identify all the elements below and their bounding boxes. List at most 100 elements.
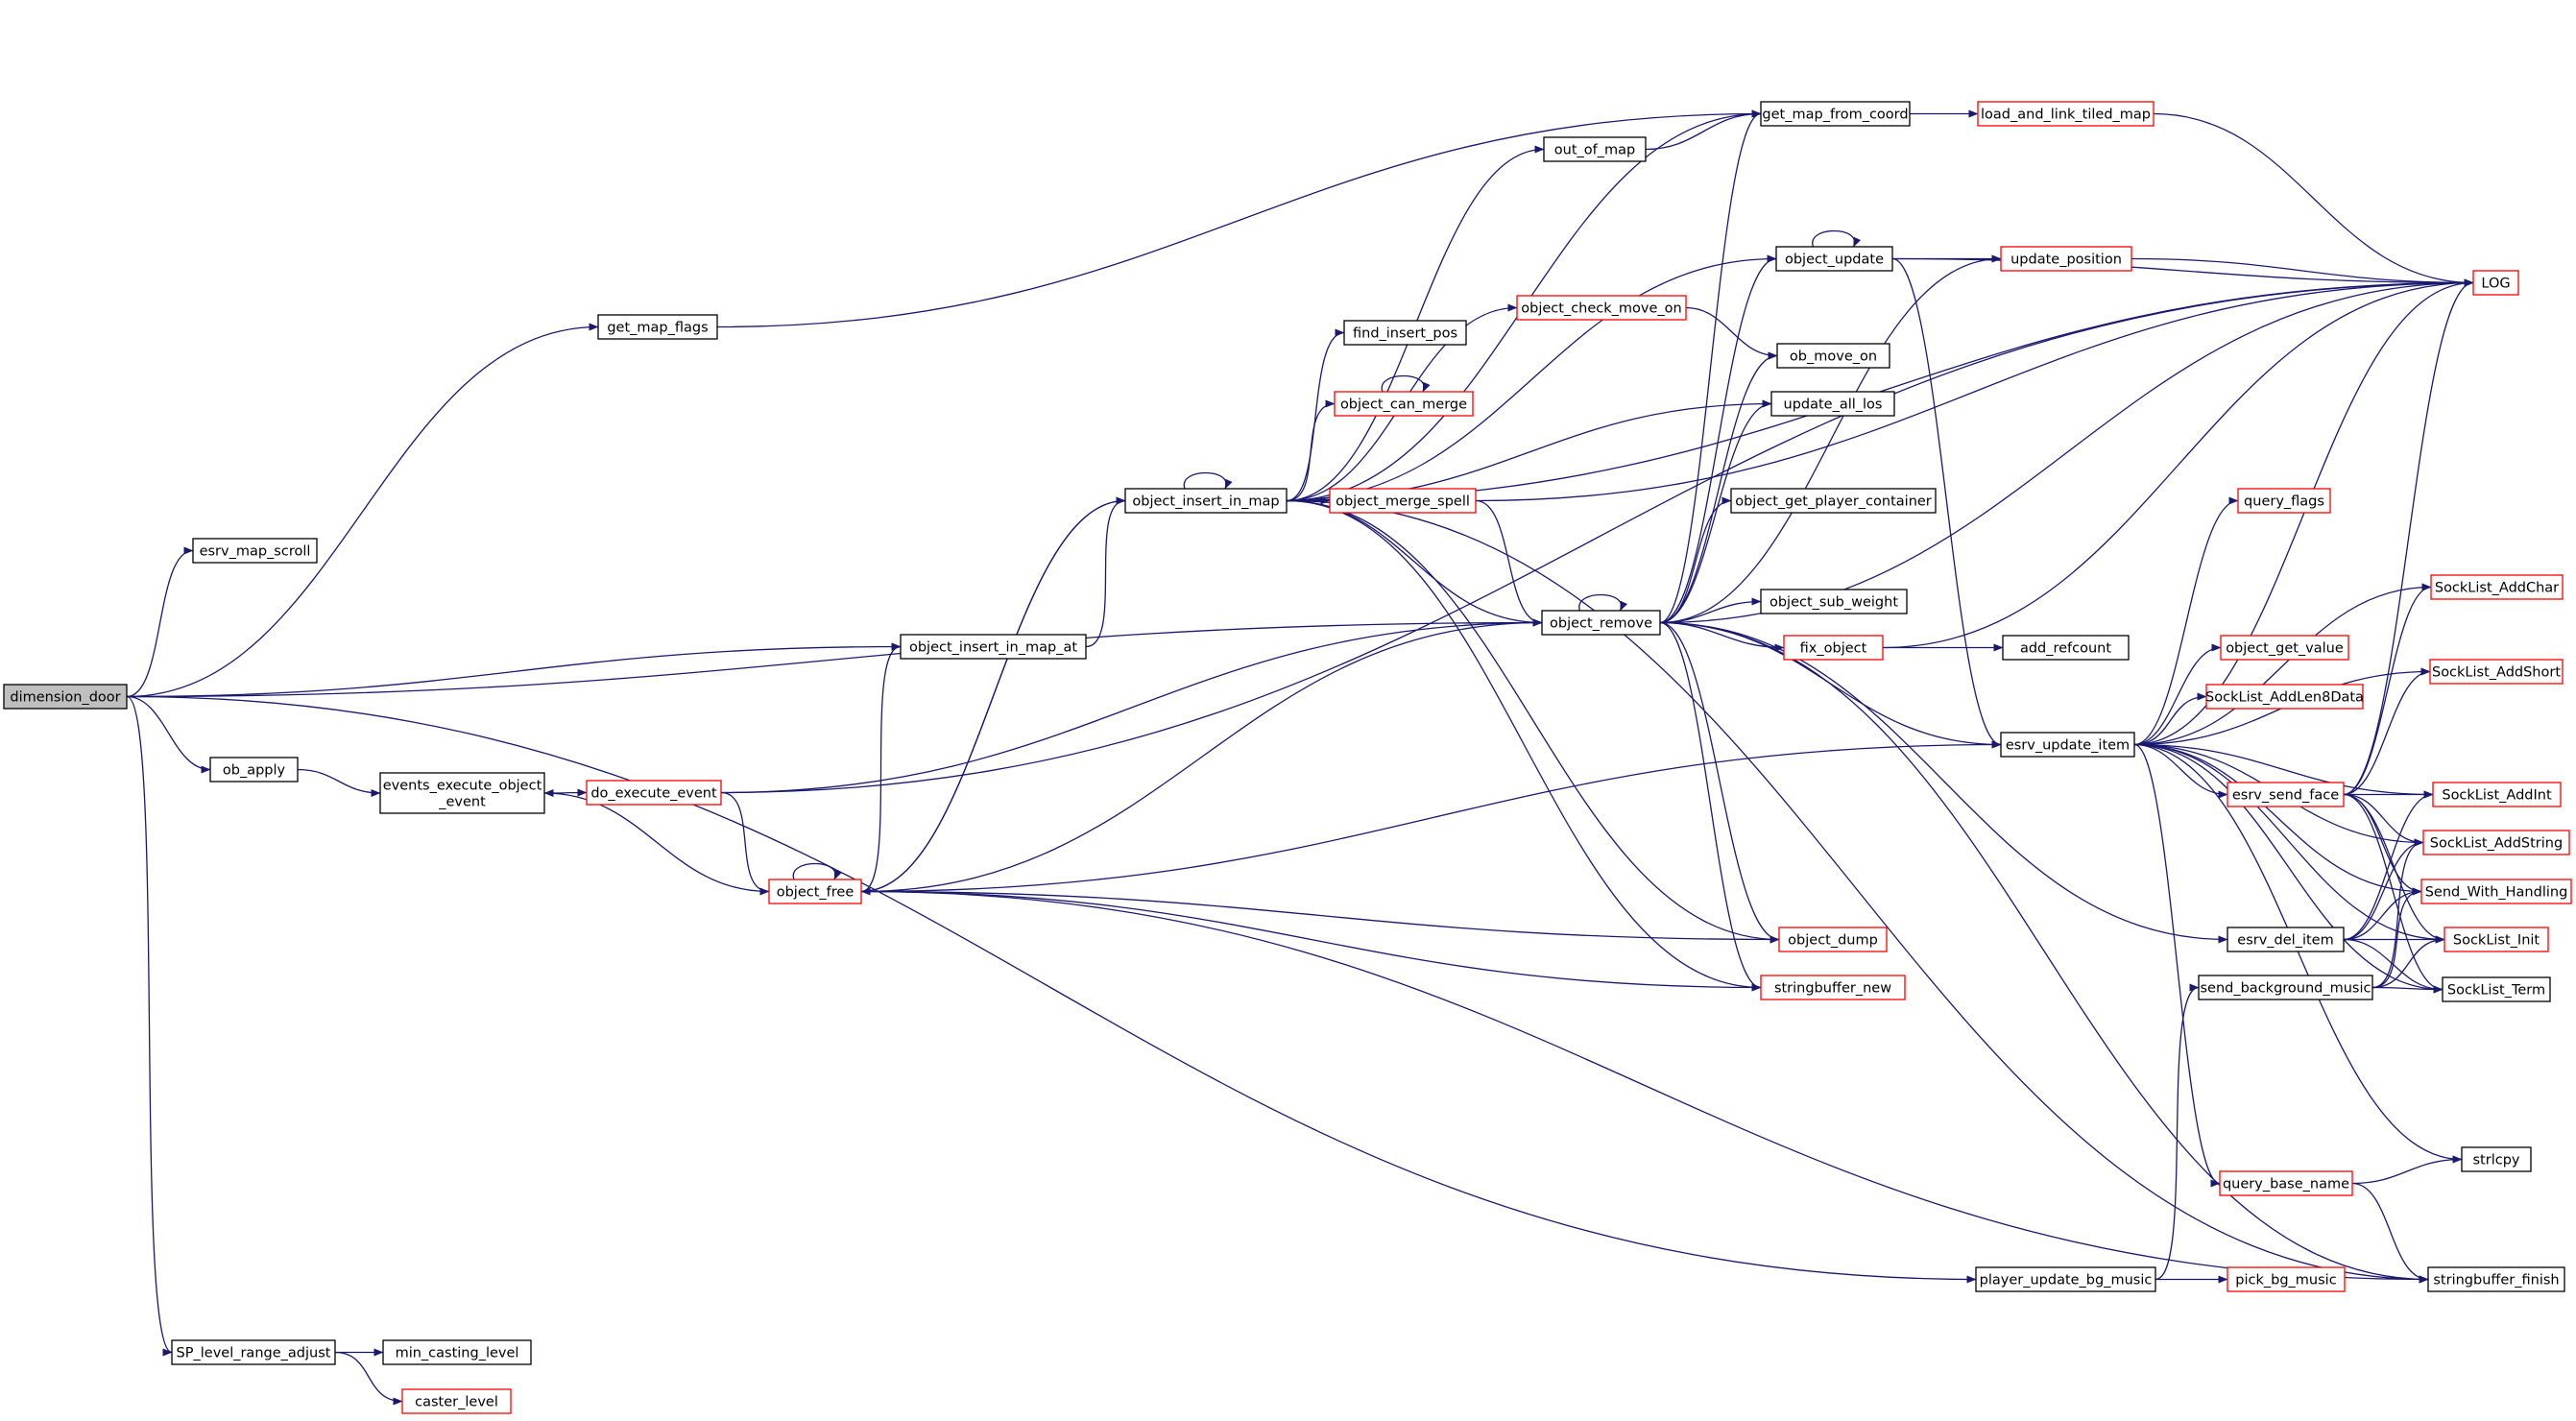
edge-esrv_update_item-to-SockList_Init: [2133, 743, 2445, 944]
node-caster_level[interactable]: caster_level: [401, 1388, 512, 1414]
node-update_all_los[interactable]: update_all_los: [1770, 391, 1895, 417]
node-SP_level_range_adjust[interactable]: SP_level_range_adjust: [171, 1339, 336, 1365]
node-label: caster_level: [415, 1395, 498, 1410]
edge-esrv_update_item-to-SockList_AddLen8Data: [2133, 692, 2207, 746]
edge-esrv_update_item-to-Send_With_Handling: [2133, 743, 2422, 896]
node-update_position[interactable]: update_position: [2000, 246, 2132, 272]
node-label: do_execute_event: [590, 786, 717, 802]
node-box: [1975, 1266, 2156, 1292]
edge-object_insert_in_map-to-object_insert_in_map: [1183, 471, 1233, 490]
node-object_update[interactable]: object_update: [1775, 246, 1893, 272]
edge-object_free-to-object_dump: [860, 890, 1780, 944]
node-box: [2420, 879, 2572, 904]
edge-SP_level_range_adjust-to-caster_level: [334, 1351, 403, 1406]
node-esrv_send_face[interactable]: esrv_send_face: [2227, 782, 2345, 807]
node-ob_move_on[interactable]: ob_move_on: [1776, 343, 1890, 369]
node-object_can_merge[interactable]: object_can_merge: [1334, 391, 1474, 417]
node-box: [2442, 976, 2551, 1002]
node-object_check_move_on[interactable]: object_check_move_on: [1516, 295, 1687, 321]
edge-object_insert_in_map-to-object_remove: [1286, 499, 1543, 627]
node-esrv_del_item[interactable]: esrv_del_item: [2227, 927, 2345, 952]
edge-object_merge_spell-to-object_remove: [1475, 499, 1543, 627]
node-send_background_music[interactable]: send_background_music: [2198, 975, 2373, 1000]
node-min_casting_level[interactable]: min_casting_level: [382, 1339, 532, 1365]
node-get_map_from_coord[interactable]: get_map_from_coord: [1760, 101, 1911, 127]
node-box: [2000, 732, 2135, 758]
node-SockList_AddLen8Data[interactable]: SockList_AddLen8Data: [2205, 684, 2364, 710]
node-object_merge_spell[interactable]: object_merge_spell: [1329, 488, 1477, 514]
node-label: query_base_name: [2223, 1177, 2349, 1192]
node-SockList_AddInt[interactable]: SockList_AddInt: [2432, 782, 2562, 807]
node-label: _event: [438, 795, 486, 810]
edge-object_insert_in_map_at-to-object_insert_in_map: [1085, 496, 1126, 648]
node-Send_With_Handling[interactable]: Send_With_Handling: [2420, 879, 2572, 904]
node-box: [1977, 101, 2155, 127]
edge-object_remove-to-get_map_from_coord: [1659, 109, 1762, 624]
edge-object_remove-to-object_dump: [1659, 621, 1780, 944]
node-label: esrv_update_item: [2006, 738, 2130, 754]
node-load_and_link_tiled_map[interactable]: load_and_link_tiled_map: [1977, 101, 2155, 127]
edge-object_update-to-object_update: [1812, 229, 1862, 248]
edge-esrv_update_item-to-query_base_name: [2133, 743, 2221, 1188]
node-label: object_check_move_on: [1521, 301, 1681, 317]
node-label: update_position: [2010, 253, 2122, 268]
node-out_of_map[interactable]: out_of_map: [1543, 136, 1647, 162]
node-box: [1775, 246, 1893, 272]
node-pick_bg_music[interactable]: pick_bg_music: [2227, 1266, 2346, 1292]
node-label: esrv_del_item: [2237, 933, 2333, 949]
edge-object_insert_in_map-to-object_can_merge: [1286, 399, 1336, 502]
node-fix_object[interactable]: fix_object: [1783, 635, 1884, 661]
node-box: [1783, 635, 1884, 661]
node-do_execute_event[interactable]: do_execute_event: [586, 780, 722, 806]
node-SockList_Term[interactable]: SockList_Term: [2442, 976, 2551, 1002]
node-label: player_update_bg_music: [1980, 1273, 2153, 1289]
node-query_base_name[interactable]: query_base_name: [2219, 1170, 2353, 1196]
node-object_sub_weight[interactable]: object_sub_weight: [1760, 589, 1908, 614]
node-label: object_update: [1785, 253, 1884, 268]
node-get_map_flags[interactable]: get_map_flags: [597, 314, 718, 340]
edge-send_background_music-to-SockList_Init: [2371, 935, 2445, 989]
node-box: [2219, 1170, 2353, 1196]
node-ob_apply[interactable]: ob_apply: [209, 757, 299, 783]
node-label: object_free: [777, 885, 855, 901]
node-stringbuffer_finish[interactable]: stringbuffer_finish: [2427, 1266, 2565, 1292]
node-strlcpy[interactable]: strlcpy: [2461, 1146, 2532, 1172]
node-esrv_update_item[interactable]: esrv_update_item: [2000, 732, 2135, 758]
node-SockList_AddString[interactable]: SockList_AddString: [2422, 830, 2570, 855]
node-SockList_AddChar[interactable]: SockList_AddChar: [2430, 574, 2564, 600]
node-box: [1760, 589, 1908, 614]
node-esrv_map_scroll[interactable]: esrv_map_scroll: [192, 538, 318, 564]
node-player_update_bg_music[interactable]: player_update_bg_music: [1975, 1266, 2156, 1292]
edge-dimension_door-to-object_insert_in_map_at: [126, 642, 902, 698]
edge-object_remove-to-object_get_player_container: [1659, 496, 1732, 624]
node-box: [2444, 927, 2549, 952]
edge-load_and_link_tiled_map-to-LOG: [2153, 112, 2474, 287]
node-SockList_Init[interactable]: SockList_Init: [2444, 927, 2549, 952]
node-events_execute_object_event[interactable]: events_execute_object_event: [379, 772, 545, 814]
edge-object_free-to-events_execute_object_event: [543, 789, 770, 893]
edge-object_insert_in_map-to-object_update: [1286, 254, 1777, 502]
node-box: [2220, 635, 2349, 661]
node-box: [171, 1339, 336, 1365]
node-object_insert_in_map[interactable]: object_insert_in_map: [1124, 488, 1288, 514]
node-box: [2227, 1266, 2346, 1292]
node-object_free[interactable]: object_free: [768, 879, 862, 904]
node-SockList_AddShort[interactable]: SockList_AddShort: [2429, 659, 2564, 685]
node-object_dump[interactable]: object_dump: [1778, 927, 1888, 952]
edge-esrv_send_face-to-SockList_AddString: [2343, 793, 2424, 847]
edge-object_insert_in_map-to-object_free: [860, 499, 1126, 896]
node-label: add_refcount: [2020, 641, 2111, 657]
node-query_flags[interactable]: query_flags: [2237, 488, 2331, 514]
node-LOG[interactable]: LOG: [2472, 270, 2519, 296]
node-label: find_insert_pos: [1353, 326, 1457, 342]
node-object_insert_in_map_at[interactable]: object_insert_in_map_at: [900, 634, 1087, 660]
node-object_get_player_container[interactable]: object_get_player_container: [1730, 488, 1937, 514]
node-dimension_door: dimension_door: [3, 684, 128, 710]
node-stringbuffer_new[interactable]: stringbuffer_new: [1760, 975, 1906, 1000]
node-object_remove[interactable]: object_remove: [1541, 610, 1661, 636]
node-add_refcount[interactable]: add_refcount: [2002, 635, 2130, 661]
node-find_insert_pos[interactable]: find_insert_pos: [1343, 320, 1467, 346]
node-box: [3, 684, 128, 710]
node-object_get_value[interactable]: object_get_value: [2220, 635, 2349, 661]
edge-get_map_flags-to-get_map_from_coord: [716, 109, 1762, 328]
